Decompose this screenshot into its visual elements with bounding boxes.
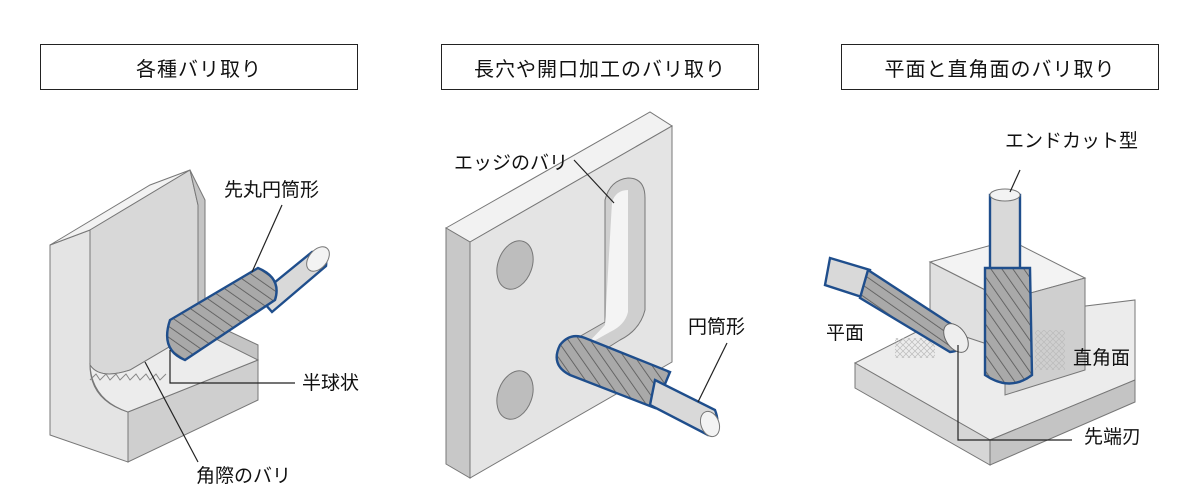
panel3-label-right-angle-surface: 直角面 (1073, 347, 1131, 369)
panel2-label-tool-shape: 円筒形 (688, 316, 746, 338)
panel3-tool-vertical (983, 188, 1034, 385)
panel3-title: 平面と直角面のバリ取り (841, 44, 1159, 90)
panel1-label-tip-shape: 半球状 (302, 372, 360, 394)
panel3-label-tip-edge: 先端刃 (1084, 426, 1142, 448)
panel1-leaders (144, 204, 295, 463)
panel2-tool (555, 334, 721, 438)
panel2-leaders (573, 159, 728, 403)
panel1-workpiece (49, 169, 260, 463)
panel1-label-burr: 角際のバリ (196, 465, 292, 487)
panel3-label-flat-surface: 平面 (826, 322, 865, 344)
panel1-title: 各種バリ取り (40, 44, 358, 90)
panel2-title: 長穴や開口加工のバリ取り (441, 44, 759, 90)
panel3-label-tool-type: エンドカット型 (1005, 130, 1139, 152)
panel1-tool (165, 246, 330, 362)
panel3-leaders (957, 169, 1072, 441)
panel2-label-burr: エッジのバリ (454, 152, 569, 174)
panel1-label-tool-shape: 先丸円筒形 (224, 179, 320, 201)
panel3-tool-horizontal (823, 256, 969, 354)
